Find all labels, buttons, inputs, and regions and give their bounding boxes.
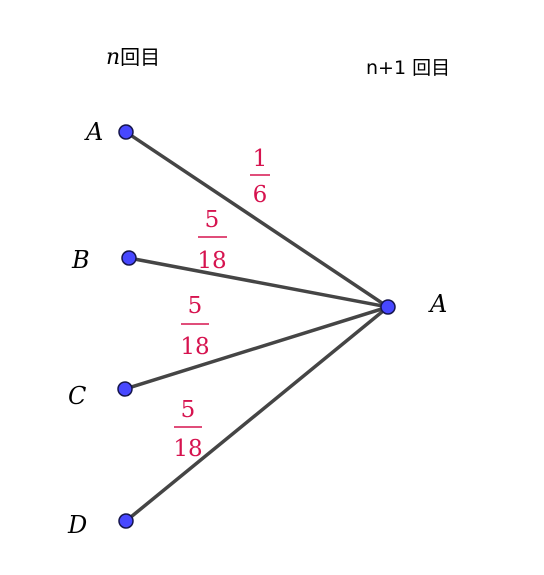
node-left-a: [118, 124, 134, 140]
node-left-b: [121, 250, 137, 266]
header-left-suffix: 回目: [120, 45, 160, 69]
fraction-a-to-a: 1 6: [250, 146, 270, 208]
header-left: n回目: [106, 45, 160, 70]
node-label-a: A: [84, 118, 103, 146]
fraction-a-denominator: 6: [253, 182, 268, 208]
fraction-d-denominator: 18: [173, 436, 202, 462]
node-right-a: [380, 299, 396, 315]
fraction-c-denominator: 18: [180, 334, 209, 360]
node-label-d: D: [67, 511, 87, 539]
header-left-variable: n: [106, 45, 120, 70]
fraction-d-to-a: 5 18: [173, 397, 202, 462]
edge-d-to-a: [124, 305, 390, 523]
fraction-c-numerator: 5: [188, 293, 203, 319]
header-right: n+1 回目: [366, 57, 450, 79]
fraction-d-numerator: 5: [181, 397, 196, 423]
node-label-right-a: A: [428, 290, 447, 318]
edge-a-to-a: [124, 130, 390, 309]
fraction-b-denominator: 18: [197, 248, 226, 274]
node-label-c: C: [68, 382, 86, 410]
node-left-c: [117, 381, 133, 397]
fraction-b-to-a: 5 18: [197, 207, 227, 274]
edge-c-to-a: [123, 305, 390, 391]
node-label-b: B: [71, 246, 90, 274]
node-left-d: [118, 513, 134, 529]
fraction-b-numerator: 5: [205, 207, 220, 233]
fraction-a-numerator: 1: [253, 146, 268, 172]
edge-b-to-a: [127, 256, 390, 309]
fraction-c-to-a: 5 18: [180, 293, 209, 360]
